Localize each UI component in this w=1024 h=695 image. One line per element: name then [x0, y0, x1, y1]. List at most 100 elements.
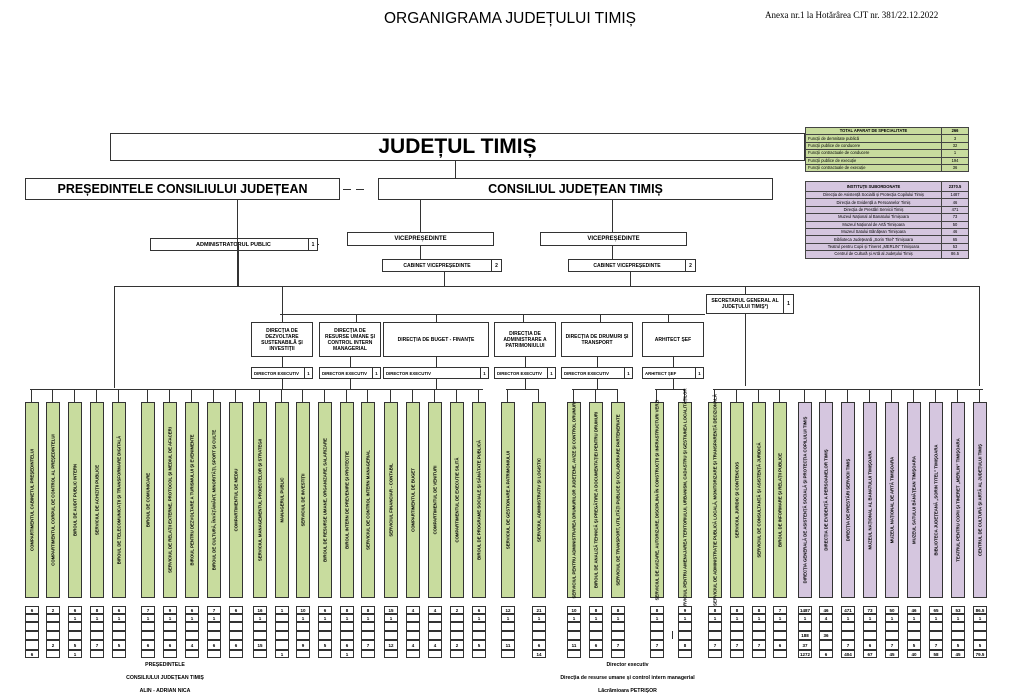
director-label: DIRECTOR EXECUTIV	[564, 370, 610, 376]
headcount-cell	[611, 622, 625, 631]
headcount-cell: 8	[361, 606, 375, 614]
headcount-total-cell: 1	[68, 650, 82, 658]
headcount-cell: 2	[450, 606, 464, 614]
headcount-cell	[501, 631, 515, 640]
footer-left-role: PREȘEDINTELE	[145, 662, 185, 668]
headcount-cell: 6	[532, 640, 546, 650]
connector-line	[758, 389, 759, 402]
connector-line	[525, 379, 526, 389]
headcount-total-cell	[185, 650, 199, 658]
headcount-cell	[406, 614, 420, 622]
headcount-cell	[973, 631, 987, 640]
headcount-total-cell	[773, 650, 787, 658]
headcount-cell: 1	[589, 614, 603, 622]
connector-line	[779, 389, 780, 402]
stats-row-value: 36	[941, 163, 969, 173]
director-label: ARHITECT ȘEF	[645, 370, 677, 376]
headcount-total-cell	[253, 650, 267, 658]
connector-line	[935, 389, 936, 402]
connector-line	[957, 389, 958, 402]
headcount-cell: 9	[163, 606, 177, 614]
headcount-cell: 12	[501, 606, 515, 614]
judet-box: JUDEȚUL TIMIȘ	[110, 133, 805, 161]
connector-line	[456, 389, 457, 402]
department-label: MUZEUL NAȚIONAL DE ARTĂ TIMIȘOARA	[889, 456, 895, 544]
headcount-cell: 7	[361, 640, 375, 650]
cabinet-count: 2	[491, 260, 501, 271]
headcount-cell	[428, 622, 442, 631]
department-column: BIBLIOTECA JUDEȚEANĂ „SORIN TITEL” TIMIȘ…	[929, 402, 943, 598]
director-count: 1	[624, 368, 632, 378]
connector-line	[324, 389, 325, 402]
department-label: SERVICIUL DE INVESTIȚII	[300, 473, 306, 527]
department-column: BIROUL DE CULTURĂ, ÎNVĂȚĂMÂNT, MINORITĂȚ…	[207, 402, 221, 598]
department-column: SERVICIUL DE TRANSPORT, UTILITĂȚI PUBLIC…	[611, 402, 625, 598]
headcount-cell: 2	[46, 606, 60, 614]
headcount-cell	[406, 622, 420, 631]
director-label: DIRECTOR EXECUTIV	[322, 370, 368, 376]
connector-line	[979, 389, 980, 402]
headcount-cell	[296, 631, 310, 640]
department-label: COMPARTIMENTUL CABINETUL PREȘEDINTELUI	[29, 449, 35, 551]
connector-line	[612, 200, 613, 232]
headcount-cell	[185, 622, 199, 631]
headcount-total-cell	[611, 650, 625, 658]
headcount-cell	[929, 631, 943, 640]
headcount-cell	[112, 622, 126, 631]
headcount-total-cell	[361, 650, 375, 658]
headcount-cell	[841, 622, 855, 631]
connector-line	[74, 389, 75, 402]
headcount-cell	[340, 622, 354, 631]
direction-box: DIRECȚIA DE ADMINISTRARE A PATRIMONIULUI	[494, 322, 556, 357]
headcount-cell	[361, 631, 375, 640]
department-label: BIBLIOTECA JUDEȚEANĂ „SORIN TITEL” TIMIȘ…	[933, 444, 939, 556]
department-label: SERVICIUL DE AVIZARE, AUTORIZARE, DISCIP…	[654, 399, 660, 601]
headcount-cell: 7	[207, 606, 221, 614]
department-label: BIROUL DE TELECOMUNICAȚII ȘI TRANSFORMAR…	[116, 435, 122, 565]
page-title: ORGANIGRAMA JUDEȚULUI TIMIȘ	[383, 10, 637, 27]
department-column: MUZEUL SATULUI BĂNĂȚEAN TIMIȘOARA	[907, 402, 921, 598]
department-label: BIROUL DE RESURSE UMANE, ORGANIZARE, SAL…	[322, 438, 328, 562]
department-label: MANAGERUL PUBLIC	[279, 477, 285, 523]
director-count: 1	[372, 368, 380, 378]
connector-line	[612, 246, 613, 259]
headcount-cell: 1	[973, 614, 987, 622]
headcount-cell	[90, 631, 104, 640]
connector-line	[367, 389, 368, 402]
headcount-cell: 5	[112, 640, 126, 650]
headcount-cell: 16	[253, 606, 267, 614]
headcount-cell	[25, 622, 39, 631]
headcount-cell	[678, 631, 692, 640]
headcount-cell	[90, 622, 104, 631]
headcount-cell: 6	[472, 606, 486, 614]
department-label: SERVICIUL DE ADMINISTRAȚIE PUBLICĂ LOCAL…	[712, 394, 718, 606]
vicepresedinte-box: VICEPREȘEDINTE	[347, 232, 494, 246]
headcount-cell	[773, 622, 787, 631]
connector-line	[346, 389, 347, 402]
headcount-cell	[819, 622, 833, 631]
headcount-cell: 1	[340, 614, 354, 622]
department-column: SERVICIUL PENTRU AMENAJAREA TERITORIULUI…	[678, 388, 692, 612]
headcount-total-cell	[229, 650, 243, 658]
headcount-cell: 9	[296, 640, 310, 650]
headcount-cell: 1	[163, 614, 177, 622]
department-label: BIROUL INTERN DE PREVENIRE ȘI PROTECȚIE	[344, 451, 350, 549]
direction-box: DIRECȚIA DE DRUMURI ȘI TRANSPORT	[561, 322, 633, 357]
headcount-cell	[907, 631, 921, 640]
headcount-cell	[141, 631, 155, 640]
headcount-total-cell	[678, 650, 692, 658]
headcount-cell	[752, 631, 766, 640]
presedinte-label: PREȘEDINTELE CONSILIULUI JUDEȚEAN	[57, 182, 308, 196]
cabinet-label: CABINET VICEPREȘEDINTE	[593, 262, 661, 269]
department-label: BIROUL DE CULTURĂ, ÎNVĂȚĂMÂNT, MINORITĂȚ…	[211, 429, 217, 571]
connector-line	[891, 389, 892, 402]
headcount-total-cell	[730, 650, 744, 658]
connector-line	[114, 286, 115, 388]
department-label: COMPARTIMENTUL DE EXECUȚIE SILITĂ	[454, 457, 460, 543]
connector-line	[96, 389, 97, 402]
headcount-cell: 1	[253, 614, 267, 622]
headcount-cell: 11	[567, 640, 581, 650]
department-column: SERVICIUL PENTRU ADMINISTRAREA DRUMURILO…	[567, 402, 581, 598]
